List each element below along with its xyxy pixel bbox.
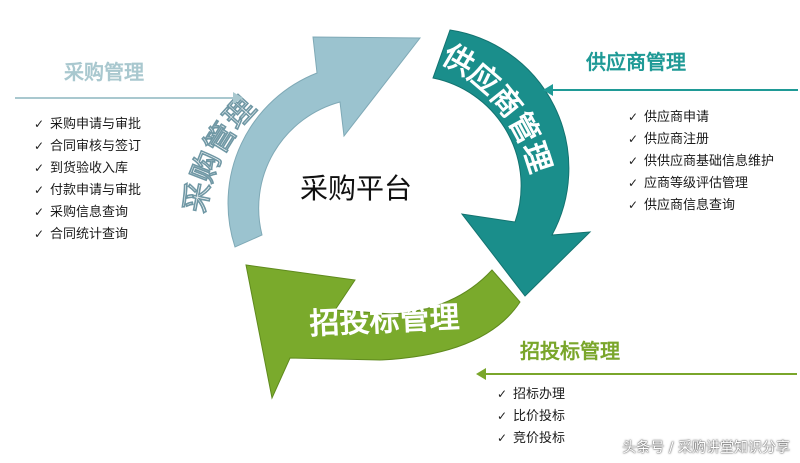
checkmark-icon: ✓ xyxy=(34,139,45,153)
procurement-pointer-arrow xyxy=(233,92,243,104)
task-label: 供供应商基础信息维护 xyxy=(644,154,775,169)
checkmark-icon: ✓ xyxy=(497,409,508,423)
task-label: 应商等级评估管理 xyxy=(644,176,749,191)
task-item: ✓ 供应商信息查询 xyxy=(628,194,774,216)
checkmark-icon: ✓ xyxy=(34,205,45,219)
bidding-pointer-arrow xyxy=(476,368,486,380)
task-item: ✓ 到货验收入库 xyxy=(34,157,141,179)
task-item: ✓ 合同统计查询 xyxy=(34,223,141,245)
bidding-pointer-line xyxy=(485,373,797,375)
checkmark-icon: ✓ xyxy=(628,110,639,124)
watermark: 头条号 / 采购讲堂知识分享 xyxy=(622,440,790,456)
checkmark-icon: ✓ xyxy=(628,132,639,146)
task-label: 竞价投标 xyxy=(513,431,566,446)
checkmark-icon: ✓ xyxy=(34,117,45,131)
task-label: 采购申请与审批 xyxy=(50,117,142,132)
checkmark-icon: ✓ xyxy=(34,183,45,197)
bidding-arc xyxy=(245,264,521,400)
task-item: ✓ 供应商申请 xyxy=(628,106,774,128)
checkmark-icon: ✓ xyxy=(34,161,45,175)
task-label: 供应商申请 xyxy=(644,110,710,125)
supplier-task-list: ✓ 供应商申请 ✓ 供应商注册 ✓ 供供应商基础信息维护 ✓ 应商等级评估管理 ✓ 供应商信息查询 xyxy=(628,106,774,216)
task-item: ✓ 竞价投标 xyxy=(497,427,565,449)
supplier-pointer-line xyxy=(552,89,798,91)
task-item: ✓ 招标办理 xyxy=(497,383,565,405)
task-item: ✓ 供供应商基础信息维护 xyxy=(628,150,774,172)
center-label: 采购平台 xyxy=(300,172,412,205)
supplier-pointer-arrow xyxy=(543,84,553,96)
checkmark-icon: ✓ xyxy=(628,198,639,212)
task-label: 合同审核与签订 xyxy=(50,139,142,154)
procurement-pointer-line xyxy=(15,97,237,99)
task-label: 付款申请与审批 xyxy=(50,183,142,198)
task-item: ✓ 供应商注册 xyxy=(628,128,774,150)
task-label: 招标办理 xyxy=(513,387,566,402)
procurement-heading: 采购管理 xyxy=(64,60,144,84)
checkmark-icon: ✓ xyxy=(628,154,639,168)
bidding-task-list: ✓ 招标办理 ✓ 比价投标 ✓ 竞价投标 xyxy=(497,383,565,449)
supplier-arc xyxy=(432,29,592,297)
task-label: 到货验收入库 xyxy=(50,161,129,176)
checkmark-icon: ✓ xyxy=(497,387,508,401)
task-item: ✓ 采购信息查询 xyxy=(34,201,141,223)
checkmark-icon: ✓ xyxy=(628,176,639,190)
task-label: 供应商注册 xyxy=(644,132,710,147)
task-item: ✓ 比价投标 xyxy=(497,405,565,427)
task-label: 采购信息查询 xyxy=(50,205,129,220)
task-label: 供应商信息查询 xyxy=(644,198,736,213)
supplier-heading: 供应商管理 xyxy=(586,50,686,74)
procurement-task-list: ✓ 采购申请与审批 ✓ 合同审核与签订 ✓ 到货验收入库 ✓ 付款申请与审批 ✓ 采购信息查询 ✓ 合… xyxy=(34,113,141,245)
task-item: ✓ 应商等级评估管理 xyxy=(628,172,774,194)
task-item: ✓ 付款申请与审批 xyxy=(34,179,141,201)
task-item: ✓ 采购申请与审批 xyxy=(34,113,141,135)
bidding-arc-label: 招投标管理 xyxy=(309,300,460,342)
task-label: 比价投标 xyxy=(513,409,566,424)
bidding-heading: 招投标管理 xyxy=(520,339,620,363)
task-item: ✓ 合同审核与签订 xyxy=(34,135,141,157)
checkmark-icon: ✓ xyxy=(497,431,508,445)
task-label: 合同统计查询 xyxy=(50,227,129,242)
checkmark-icon: ✓ xyxy=(34,227,45,241)
procurement-arc xyxy=(227,36,422,248)
